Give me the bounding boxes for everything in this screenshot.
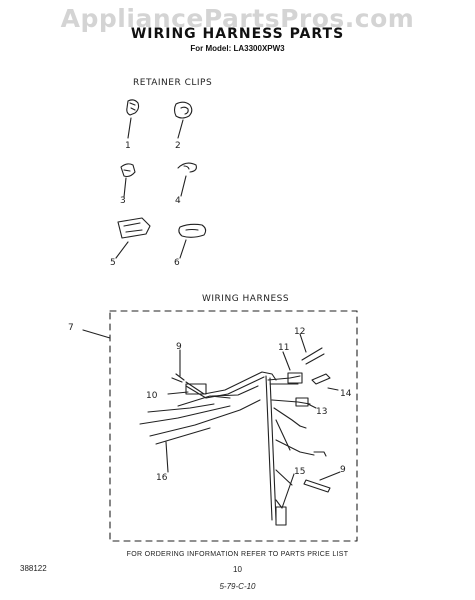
date-code: 5-79-C-10 — [219, 582, 256, 591]
callout-2: 2 — [175, 141, 181, 151]
ordering-note: FOR ORDERING INFORMATION REFER TO PARTS … — [126, 551, 349, 558]
callout-7: 7 — [68, 323, 74, 333]
retainer-clip-3 — [120, 163, 136, 198]
retainer-clip-4 — [177, 162, 197, 197]
retainer-clip-2 — [173, 101, 193, 139]
callout-11: 11 — [278, 343, 289, 353]
doc-number: 388122 — [20, 564, 47, 573]
callout-14: 14 — [340, 389, 352, 399]
retainer-clips-heading: RETAINER CLIPS — [133, 78, 213, 88]
callout-15: 15 — [294, 467, 305, 477]
callout-3: 3 — [120, 196, 126, 206]
callout-5: 5 — [110, 258, 116, 268]
retainer-clip-6 — [178, 223, 207, 259]
callout-9-top: 9 — [176, 342, 182, 352]
harness-frame — [109, 310, 358, 542]
callout-10: 10 — [146, 391, 158, 401]
callout-4: 4 — [175, 196, 181, 206]
callout-1: 1 — [125, 141, 131, 151]
retainer-clip-5 — [115, 217, 151, 259]
callout-leader-7 — [82, 329, 111, 339]
retainer-clip-1 — [126, 99, 140, 139]
callout-16: 16 — [156, 473, 168, 483]
page-number: 10 — [233, 565, 242, 574]
callout-6: 6 — [174, 258, 180, 268]
page-title: WIRING HARNESS PARTS — [130, 26, 345, 42]
callout-9-bottom: 9 — [340, 465, 346, 475]
wiring-harness — [139, 347, 331, 526]
wiring-harness-heading: WIRING HARNESS — [202, 294, 290, 304]
watermark: AppliancePartsPros.com — [60, 4, 415, 33]
callout-13: 13 — [316, 407, 327, 417]
callout-12: 12 — [294, 327, 305, 337]
model-line: For Model: LA3300XPW3 — [190, 44, 285, 53]
